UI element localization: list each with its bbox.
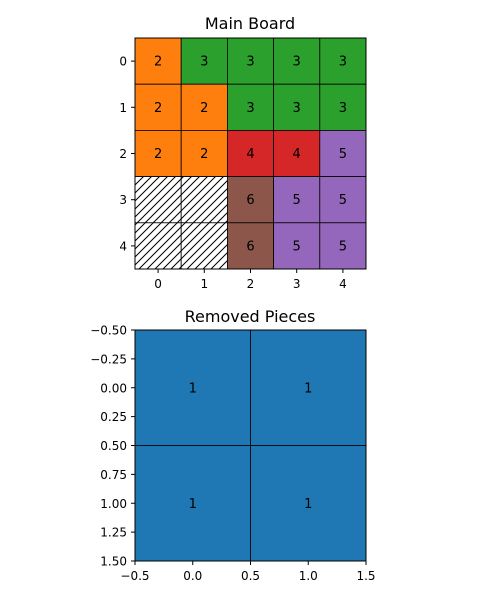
empty-cell[interactable]	[134, 222, 182, 270]
y-tick-label: 1	[119, 101, 127, 115]
x-tick-label: 1	[200, 277, 208, 291]
board-cell[interactable]	[226, 83, 274, 131]
x-tick-label: 0.5	[241, 569, 260, 583]
cell-value: 2	[154, 55, 162, 70]
y-tick-label: 1.25	[100, 526, 127, 540]
cell-value: 4	[293, 147, 301, 162]
cell-value: 5	[339, 239, 347, 254]
removed-piece-cell[interactable]	[250, 329, 367, 446]
x-tick-label: 4	[339, 277, 347, 291]
y-tick-label: 0.75	[100, 468, 127, 482]
cell-value: 5	[293, 239, 301, 254]
main-board-title: Main Board	[205, 14, 295, 33]
cell-value: 5	[339, 193, 347, 208]
removed-piece-cell[interactable]	[134, 445, 251, 562]
y-tick-label: 3	[119, 193, 127, 207]
cell-value: 1	[189, 497, 197, 512]
cell-value: 6	[246, 239, 254, 254]
board-cell[interactable]	[134, 37, 182, 85]
y-tick-label: 0.25	[100, 410, 127, 424]
x-tick-label: 0	[154, 277, 162, 291]
x-tick-label: 1.5	[356, 569, 375, 583]
y-tick-label: 1.50	[100, 555, 127, 569]
y-tick-label: 0	[119, 55, 127, 69]
cell-value: 3	[339, 55, 347, 70]
board-cell[interactable]	[226, 176, 274, 224]
cell-value: 3	[293, 55, 301, 70]
cell-value: 1	[189, 381, 197, 396]
removed-pieces-title: Removed Pieces	[185, 307, 316, 326]
cell-value: 3	[339, 101, 347, 116]
cell-value: 3	[246, 101, 254, 116]
cell-value: 3	[293, 101, 301, 116]
empty-cell[interactable]	[134, 176, 182, 224]
x-tick-label: 0.0	[183, 569, 202, 583]
cell-value: 5	[339, 147, 347, 162]
board-cell[interactable]	[226, 222, 274, 270]
cell-value: 1	[304, 381, 312, 396]
cell-value: 2	[154, 147, 162, 162]
board-cell[interactable]	[180, 37, 228, 85]
x-tick-label: 1.0	[299, 569, 318, 583]
cell-value: 4	[246, 147, 254, 162]
board-cell[interactable]	[180, 129, 228, 177]
removed-pieces-board: 1 1 1 1 −0.5 0.0 0.5 1.0 1.5 −0.50 −0.25 0.00 0.25 0.…	[90, 324, 375, 584]
board-cell[interactable]	[273, 129, 321, 177]
cell-value: 2	[154, 101, 162, 116]
y-tick-label: 1.00	[100, 497, 127, 511]
cell-value: 1	[304, 497, 312, 512]
y-tick-label: 4	[119, 239, 127, 253]
y-tick-label: 2	[119, 147, 127, 161]
board-cell[interactable]	[273, 176, 321, 224]
cell-value: 2	[200, 147, 208, 162]
x-tick-label: 2	[247, 277, 255, 291]
empty-cell[interactable]	[180, 222, 228, 270]
board-cell[interactable]	[273, 222, 321, 270]
empty-cell[interactable]	[180, 176, 228, 224]
board-cell[interactable]	[319, 83, 367, 131]
cell-value: 6	[246, 193, 254, 208]
main-board: 2 3 3 3 3 2 2 3 3 3 2 2 4 4 5 6 5 5 6 5 5 0 1 2 3 4 0 1 2 3 4	[119, 37, 367, 291]
y-tick-label: −0.50	[90, 324, 127, 338]
y-tick-label: −0.25	[90, 352, 127, 366]
board-cell[interactable]	[319, 222, 367, 270]
cell-value: 5	[293, 193, 301, 208]
removed-piece-cell[interactable]	[134, 329, 251, 446]
board-cell[interactable]	[319, 176, 367, 224]
x-tick-label: 3	[293, 277, 301, 291]
cell-value: 2	[200, 101, 208, 116]
y-tick-label: 0.00	[100, 381, 127, 395]
y-tick-label: 0.50	[100, 439, 127, 453]
cell-value: 3	[246, 55, 254, 70]
cell-value: 3	[200, 55, 208, 70]
x-tick-label: −0.5	[120, 569, 149, 583]
